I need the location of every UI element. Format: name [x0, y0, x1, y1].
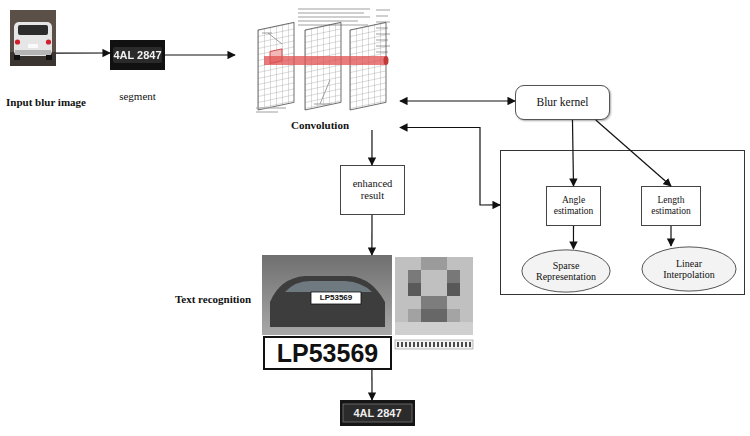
figure-note-marks	[298, 9, 370, 25]
car-tire	[46, 55, 52, 60]
grid-plane	[258, 22, 294, 110]
leader-line	[314, 80, 332, 104]
connector-arrow	[572, 120, 573, 186]
ellipse-shape	[642, 247, 736, 291]
node-label: Length estimation	[643, 195, 699, 216]
char-strip	[395, 340, 473, 349]
plate-inner	[343, 404, 412, 422]
ellipse-node: Linear Interpolation	[641, 246, 737, 292]
convolution-illustration	[256, 9, 390, 112]
pixel-cell	[421, 257, 447, 270]
pixel-cell	[421, 296, 447, 309]
pixel-patch	[395, 257, 473, 335]
leader-line	[262, 33, 282, 44]
pixel-cell	[408, 270, 421, 283]
image-caption: Input blur image	[0, 96, 92, 108]
tail-light	[46, 39, 51, 44]
recognition-picture	[262, 255, 473, 369]
process-box: Blur kernel	[515, 85, 610, 120]
car-photo	[10, 10, 56, 66]
large-plate	[264, 337, 391, 369]
plate-inner	[113, 47, 162, 63]
car-window	[18, 25, 48, 35]
car-window	[285, 281, 372, 292]
pixel-cell	[447, 309, 460, 322]
small-plate	[311, 292, 361, 304]
grid-plane	[305, 22, 341, 110]
process-box: Angle estimation	[546, 186, 601, 226]
pixel-cell	[447, 283, 460, 296]
image-caption: Text recognition	[168, 293, 258, 305]
pixel-cell	[447, 270, 460, 283]
ellipse-node: Sparse Representation	[521, 249, 611, 293]
connector-arrow	[165, 54, 235, 55]
figure-note-marks	[256, 108, 286, 112]
car-tire	[14, 55, 20, 60]
connector-arrow	[371, 370, 372, 400]
image-node: 4AL 2847	[340, 400, 415, 426]
photo-background	[262, 255, 392, 335]
process-box: Length estimation	[641, 186, 701, 226]
node-label: Angle estimation	[548, 195, 600, 216]
connector-arrow	[400, 100, 515, 101]
ellipse-shape	[522, 250, 610, 292]
car-plate	[28, 44, 38, 48]
figure-node: Convolution	[235, 5, 400, 130]
plate-background	[110, 40, 165, 70]
figure-caption: Convolution	[275, 119, 365, 131]
process-box: enhanced result	[340, 165, 405, 215]
pixel-cell	[421, 309, 447, 322]
car-body	[14, 22, 52, 56]
node-label: Sparse Representation	[527, 260, 605, 282]
pixel-cell	[408, 283, 421, 296]
plate-text: LP53569	[311, 292, 361, 304]
car-body	[270, 276, 385, 327]
segment-plate	[110, 40, 165, 70]
car-bumper	[15, 50, 51, 55]
node-label: enhanced result	[343, 178, 403, 202]
kernel-bar-end	[384, 56, 389, 65]
photo-background	[10, 10, 56, 66]
result-plate	[340, 400, 415, 426]
image-caption: segment	[100, 90, 175, 102]
plate-text: 4AL 2847	[353, 407, 401, 419]
node-label: Blur kernel	[536, 96, 588, 109]
plate-text: LP53569	[264, 337, 391, 369]
connector-arrow	[573, 226, 574, 249]
image-node: Input blur image	[10, 10, 56, 66]
tail-light	[15, 39, 20, 44]
connector-arrow	[400, 128, 500, 206]
image-node: 4AL 2847segment	[110, 40, 165, 70]
pixel-cell	[395, 322, 473, 335]
connector-arrow	[596, 120, 671, 186]
connector-arrow	[371, 215, 372, 255]
group-box: Angle estimation Length estimationSparse …	[500, 150, 745, 295]
connector-arrow	[56, 52, 110, 53]
plate-background	[340, 400, 415, 426]
char-marks	[398, 342, 470, 347]
feature-plane	[305, 22, 341, 110]
grid-plane	[350, 22, 386, 110]
connector-arrow	[670, 226, 671, 246]
image-node: Text recognitionLP53569LP53569	[262, 255, 475, 370]
kernel-bar	[264, 56, 386, 65]
pixel-cell	[408, 309, 421, 322]
feature-plane	[350, 22, 386, 110]
node-label: Linear Interpolation	[649, 258, 729, 280]
plate-text: 4AL 2847	[113, 49, 161, 61]
connector-arrow	[371, 130, 372, 165]
feature-plane	[258, 22, 294, 110]
